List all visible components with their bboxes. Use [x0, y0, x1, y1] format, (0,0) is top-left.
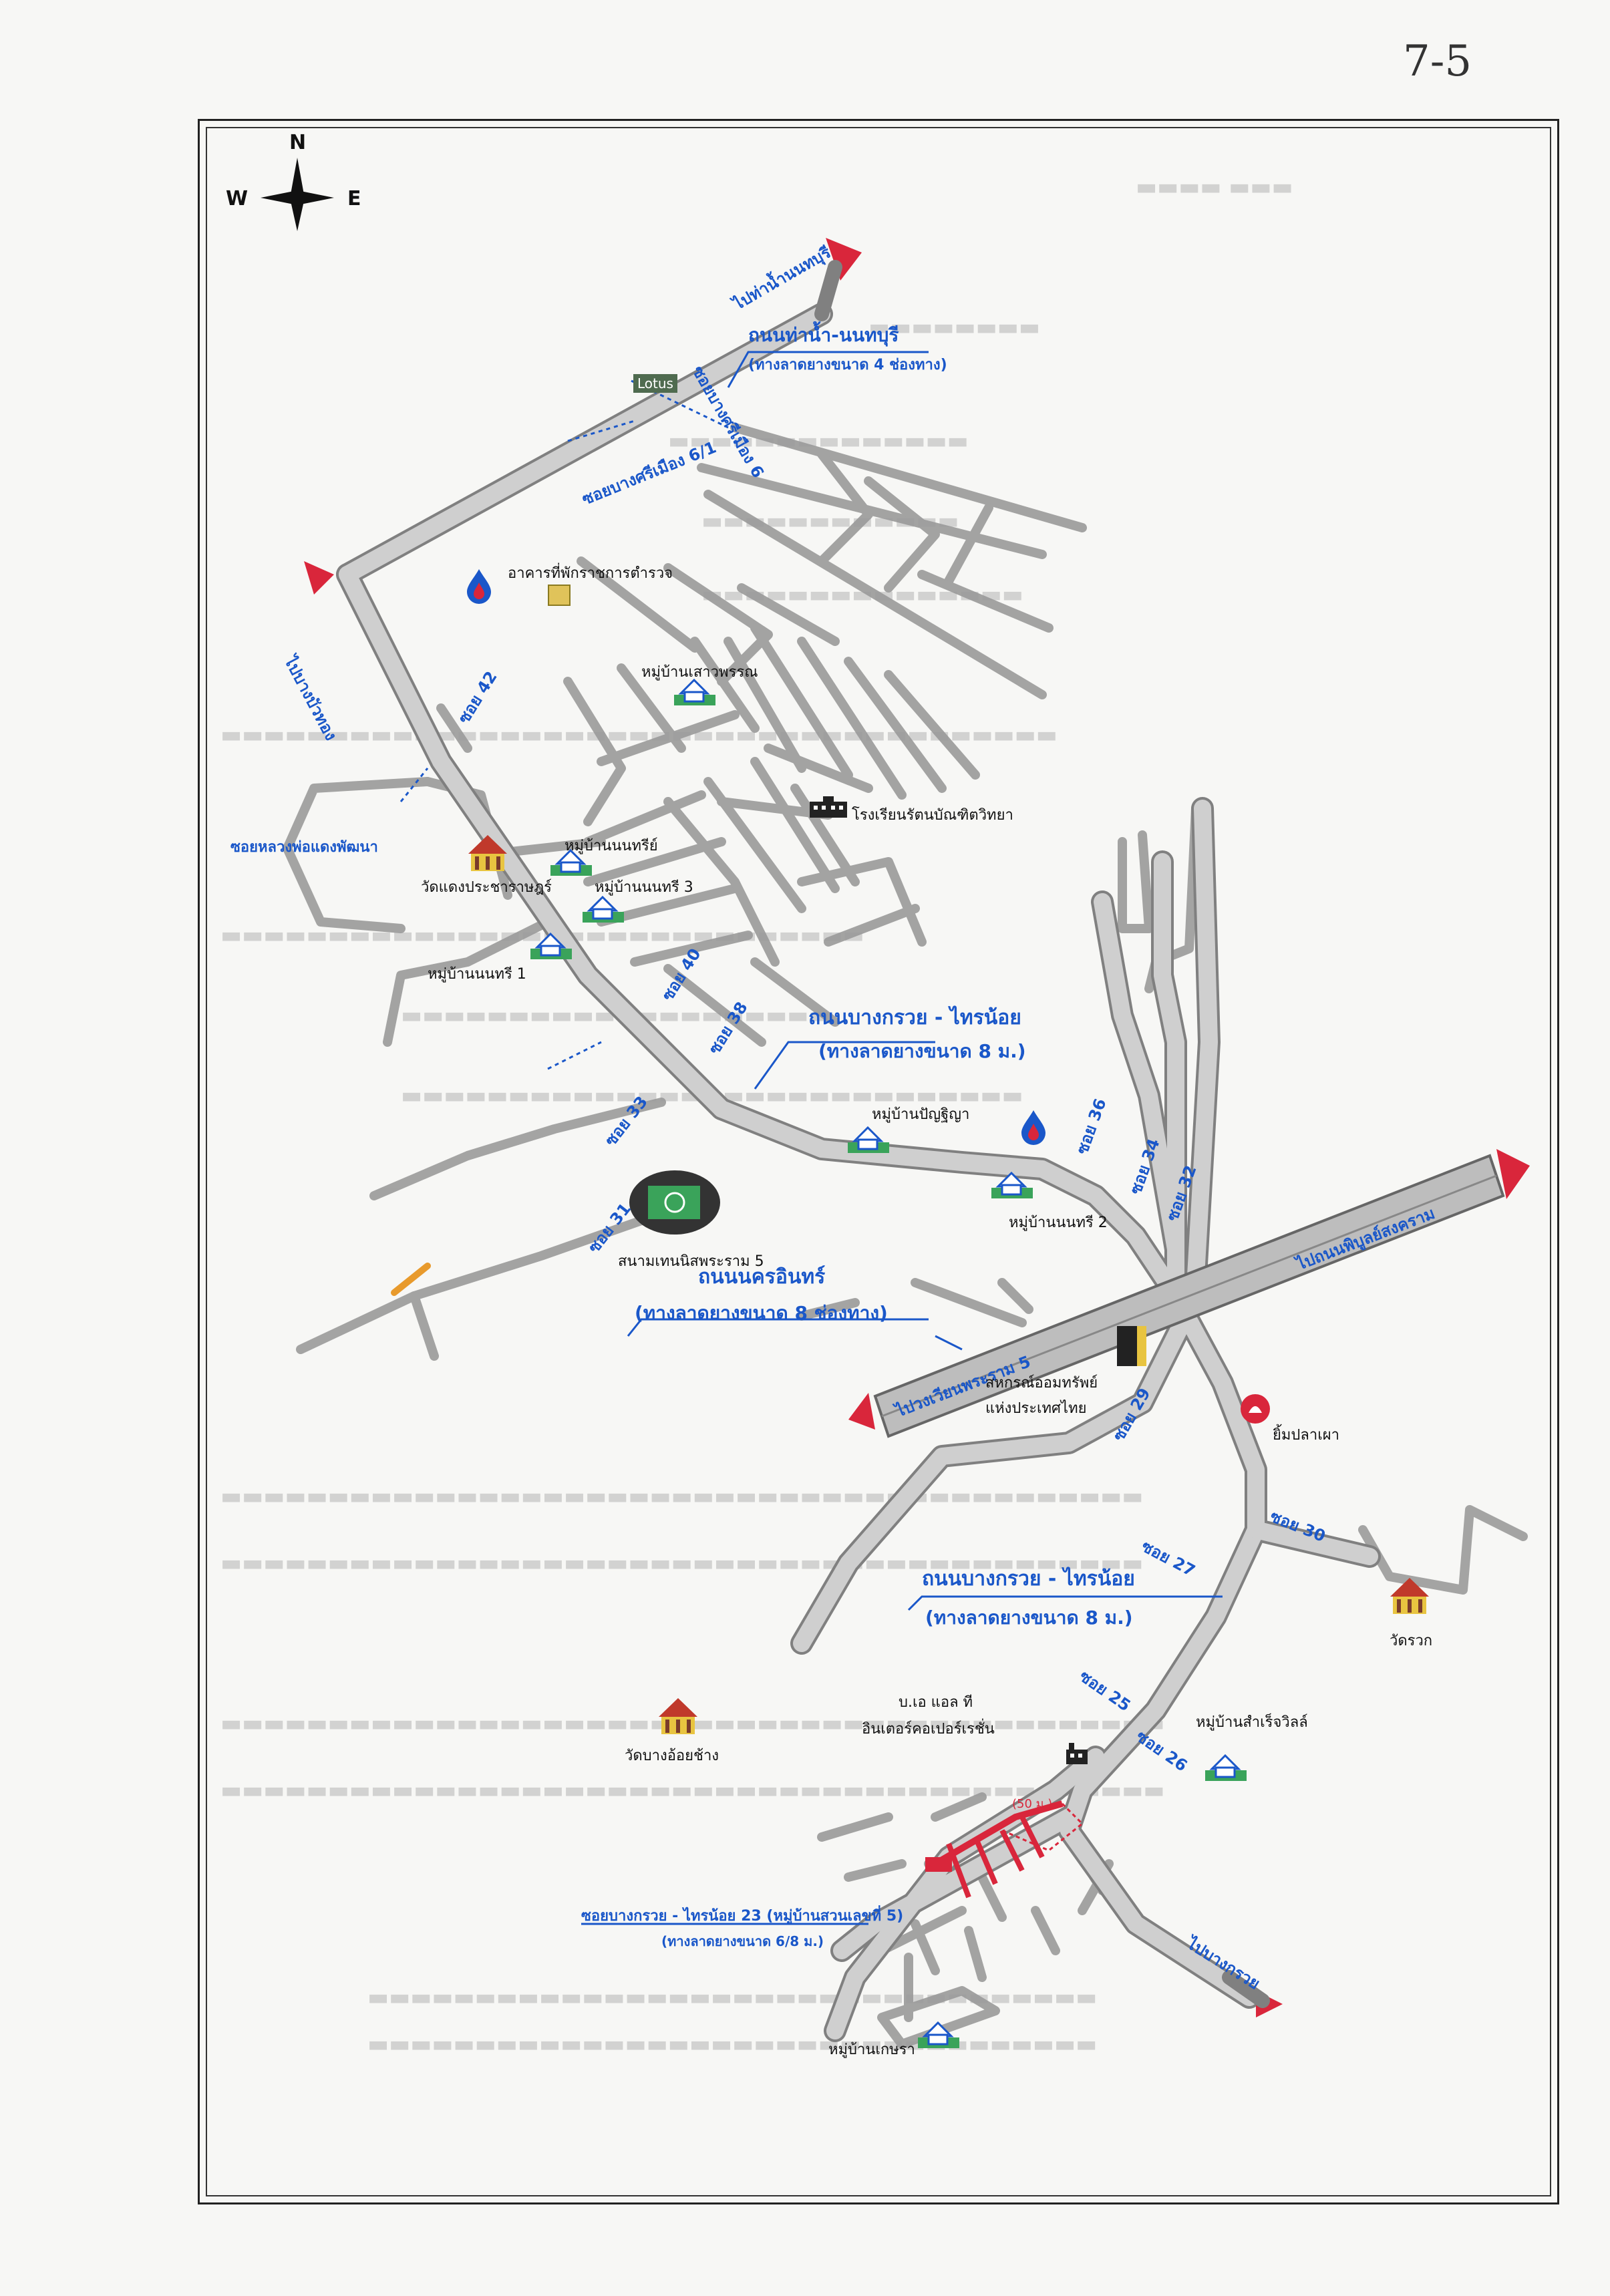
company-label-1: บ.เอ แอล ที — [899, 1694, 973, 1711]
label-bangkruai-sainoi-2: ถนนบางกรวย - ไทรน้อย — [922, 1567, 1135, 1591]
lotus-store-sign: Lotus — [633, 374, 677, 393]
temple-icon — [659, 1698, 697, 1734]
compass-rose: N W E — [220, 131, 374, 265]
label-soi-luangpho: ซอยหลวงพ่อแดงพัฒนา — [230, 839, 378, 856]
label-bangkruai-sainoi-sub: (ทางลาดยางขนาด 8 ม.) — [818, 1040, 1026, 1062]
site-area — [925, 1800, 1084, 1899]
main-roads-fill — [339, 305, 1378, 2039]
label-bangkruai-sainoi: ถนนบางกรวย - ไทรน้อย — [808, 1006, 1021, 1029]
label-bangkruai-sainoi-2-sub: (ทางลาดยางขนาด 8 ม.) — [925, 1607, 1133, 1629]
village-house-icon — [530, 932, 572, 959]
village-nonthari2-label: หมู่บ้านนนทรี 2 — [1009, 1214, 1108, 1231]
callout-lines — [581, 351, 1223, 1925]
gas-station-icon — [467, 569, 491, 604]
village-house-icon — [583, 895, 624, 923]
gas-station-icon — [1021, 1110, 1045, 1145]
compass-w: W — [226, 187, 249, 210]
corner-note: 7-5 — [1403, 37, 1472, 86]
label-tha-nam-road: ถนนท่าน้ำ-นนทบุรี — [748, 324, 899, 346]
village-house-icon — [550, 848, 592, 876]
coop-label-1: สหกรณ์ออมทรัพย์ — [985, 1375, 1098, 1391]
village-house-icon — [991, 1171, 1033, 1198]
temple-icon — [468, 835, 507, 871]
restaurant-icon — [1241, 1394, 1270, 1424]
village-nonthari1-label: หมู่บ้านนนทรี 1 — [428, 966, 526, 983]
bleed-text: ▬▬▬▬ ▬▬▬ — [1136, 174, 1293, 200]
village-nonthari3-label: หมู่บ้านนนทรี 3 — [595, 879, 693, 896]
bleed-text: ▬▬▬▬▬▬▬▬▬▬▬▬▬▬▬▬▬▬▬▬▬▬▬▬▬▬▬▬▬▬▬▬▬▬▬▬▬▬▬▬… — [220, 1550, 1144, 1577]
factory-icon — [1066, 1743, 1088, 1764]
frame-outer — [198, 119, 1559, 2204]
compass-icon — [261, 158, 334, 231]
label-tha-nam-sub: (ทางลาดยางขนาด 4 ช่องทาง) — [748, 357, 947, 373]
temple-prachararat-label: วัดแดงประชาราษฎร์ — [421, 879, 552, 896]
building-icon — [548, 585, 571, 606]
school-label: โรงเรียนรัตนบัณฑิตวิทยา — [852, 807, 1013, 824]
stadium-label: สนามเทนนิสพระราม 5 — [618, 1253, 764, 1270]
label-nakhon-in-sub: (ทางลาดยางขนาด 8 ช่องทาง) — [635, 1302, 888, 1324]
police-housing-label: อาคารที่พักราชการตำรวจ — [508, 565, 673, 582]
coop-label-2: แห่งประเทศไทย — [985, 1400, 1087, 1417]
temple-oichang-label: วัดบางอ้อยช้าง — [625, 1748, 719, 1764]
bleed-text: ▬▬▬▬▬▬▬▬▬▬▬▬▬▬▬▬▬▬▬▬▬▬▬▬▬▬▬▬▬▬▬▬▬▬▬▬▬▬▬▬… — [220, 1483, 1144, 1510]
village-samrej-label: หมู่บ้านสำเร็จวิลล์ — [1196, 1714, 1308, 1731]
coop-building — [1117, 1326, 1137, 1366]
school-icon — [810, 796, 847, 818]
label-nakhon-in: ถนนนครอินทร์ — [698, 1265, 826, 1289]
bleed-text: ▬▬▬▬▬▬▬▬▬▬▬▬▬▬▬▬▬▬▬▬▬▬▬▬▬▬▬▬▬▬▬▬▬▬▬▬▬▬▬▬… — [220, 1777, 1165, 1804]
orange-marker — [391, 1263, 431, 1296]
seafood-label: ยิ้มปลาเผา — [1273, 1427, 1339, 1444]
village-house-icon — [1205, 1754, 1247, 1781]
bleed-text: ▬▬▬▬▬▬▬▬▬▬▬▬▬▬▬▬▬▬▬▬▬▬▬▬▬▬▬▬▬▬▬▬▬▬ — [367, 2031, 1098, 2058]
village-saowaphan-label: หมู่บ้านเสาวพรรณ — [641, 664, 758, 681]
stadium-shape — [629, 1170, 720, 1235]
nakhon-in-highway — [848, 1149, 1530, 1438]
frame-inner — [206, 127, 1551, 2196]
village-kesara-label: หมู่บ้านเกษรา — [828, 2041, 915, 2058]
village-house-icon — [674, 678, 715, 705]
temple-icon — [1390, 1578, 1429, 1614]
temple-rak-label: วัดรวก — [1390, 1633, 1433, 1649]
label-soi-23-sub: (ทางลาดยางขนาด 6/8 ม.) — [661, 1933, 824, 1949]
village-panyaruthai-label: หมู่บ้านปัญฐิญา — [872, 1106, 970, 1123]
label-soi-23: ซอยบางกรวย - ไทรน้อย 23 (หมู่บ้านสวนเลขท… — [581, 1908, 904, 1925]
compass-e: E — [347, 187, 361, 210]
minor-streets — [283, 423, 1528, 2049]
bleed-text: ▬▬▬▬▬▬▬▬ — [868, 314, 1040, 341]
distance-marker: (50 ม.) — [1012, 1797, 1053, 1811]
company-label-2: อินเตอร์คอเปอร์เรชั่น — [862, 1721, 995, 1738]
village-house-icon — [918, 2021, 959, 2048]
compass-n: N — [289, 131, 307, 154]
village-house-icon — [848, 1126, 889, 1153]
village-nonthari-label: หมู่บ้านนนทรีย์ — [565, 838, 658, 854]
